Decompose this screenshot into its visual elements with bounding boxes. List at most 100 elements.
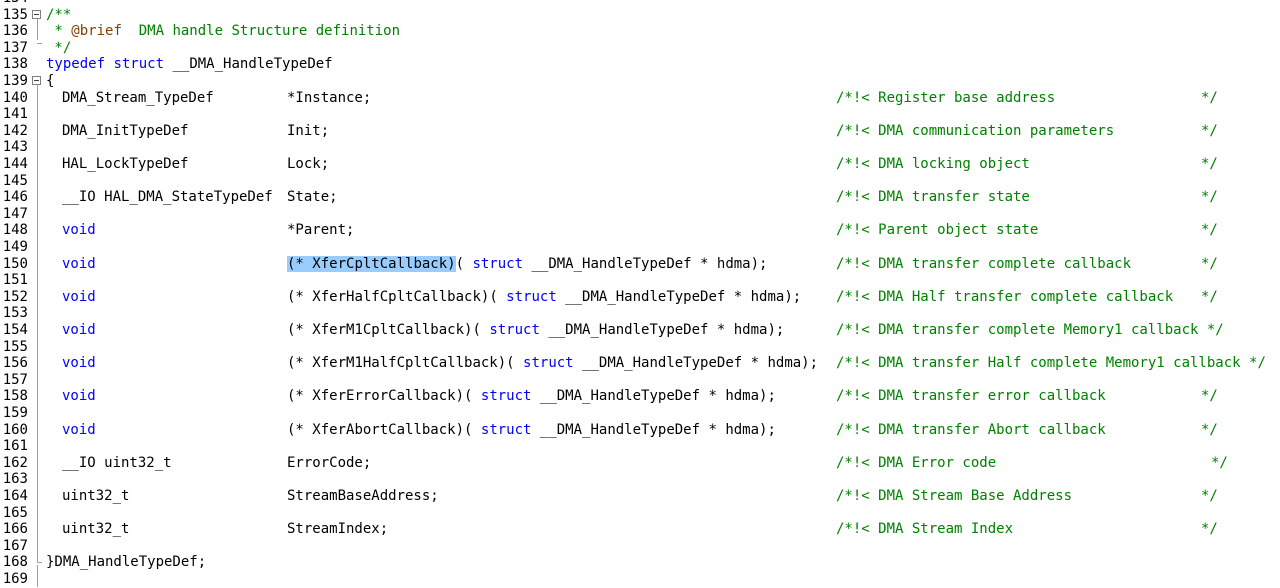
code-line[interactable]: 161 bbox=[0, 438, 1280, 455]
line-number: 169 bbox=[2, 571, 28, 587]
paren-close: ) bbox=[455, 388, 465, 405]
trailing-comment: /*!< DMA transfer error callback bbox=[836, 388, 1106, 405]
code-line[interactable]: 145 bbox=[0, 173, 1280, 190]
line-number: 148 bbox=[2, 222, 28, 239]
line-number: 159 bbox=[2, 405, 28, 421]
fold-toggle-icon[interactable] bbox=[32, 76, 41, 85]
code-text: { bbox=[46, 73, 54, 90]
comment-line: /** bbox=[46, 7, 71, 24]
member-decl: (* XferM1HalfCpltCallback)( struct __DMA… bbox=[287, 355, 818, 372]
code-line[interactable]: 134 bbox=[0, 0, 1280, 7]
member-type: void bbox=[62, 222, 96, 239]
code-line[interactable]: 139 { bbox=[0, 73, 1280, 90]
line-number: 167 bbox=[2, 537, 28, 554]
code-line[interactable]: 143 bbox=[0, 139, 1280, 156]
line-number: 142 bbox=[2, 122, 28, 139]
member-type: void bbox=[62, 322, 96, 339]
member-type: HAL_LockTypeDef bbox=[62, 156, 188, 173]
comment-text: /** bbox=[46, 6, 72, 23]
code-line[interactable]: 167 bbox=[0, 538, 1280, 555]
member-name: *Instance; bbox=[287, 89, 372, 106]
member-type: void bbox=[62, 388, 96, 405]
code-line[interactable]: 147 bbox=[0, 206, 1280, 223]
code-line[interactable]: 159 bbox=[0, 405, 1280, 422]
comment-end: */ bbox=[1201, 422, 1218, 439]
type-name: DMA_InitTypeDef bbox=[62, 122, 189, 139]
trailing-comment: /*!< DMA transfer Abort callback bbox=[836, 422, 1106, 439]
code-line[interactable]: 151 bbox=[0, 272, 1280, 289]
code-line[interactable]: 163 bbox=[0, 471, 1280, 488]
trailing-comment: /*!< DMA transfer complete Memory1 callb… bbox=[836, 322, 1224, 339]
member-name: StreamIndex; bbox=[287, 521, 389, 538]
member-type: void bbox=[62, 289, 96, 306]
keyword: struct bbox=[523, 355, 574, 372]
code-line[interactable]: 141 bbox=[0, 106, 1280, 123]
keyword: struct bbox=[489, 322, 540, 338]
typedef-line: typedef struct __DMA_HandleTypeDef bbox=[46, 56, 333, 73]
args-open: ( bbox=[464, 421, 481, 438]
member-decl: (* XferCpltCallback)( struct __DMA_Handl… bbox=[287, 255, 767, 273]
code-line[interactable]: 155 bbox=[0, 339, 1280, 356]
line-number: 163 bbox=[2, 471, 28, 488]
keyword: struct bbox=[480, 421, 532, 438]
code-line[interactable]: 146 __IO HAL_DMA_StateTypeDef State; /*!< D… bbox=[0, 189, 1280, 206]
code-line[interactable]: 149 bbox=[0, 239, 1280, 256]
type-name: __IO HAL_DMA_StateTypeDef bbox=[62, 189, 273, 206]
keyword: struct bbox=[480, 388, 532, 405]
code-line[interactable]: 136 * @brief DMA handle Structure defini… bbox=[0, 23, 1280, 40]
member-decl: State; bbox=[287, 189, 338, 206]
comment-end: */ bbox=[1201, 156, 1218, 173]
trailing-comment: /*!< Parent object state bbox=[836, 222, 1038, 239]
code-line[interactable]: 168}DMA_HandleTypeDef; bbox=[0, 554, 1280, 571]
comment-text: /*!< Register base address bbox=[836, 89, 1056, 106]
fold-end-struct bbox=[37, 562, 42, 563]
trailing-comment: /*!< DMA transfer complete callback bbox=[836, 256, 1131, 273]
code-line[interactable]: 153 bbox=[0, 305, 1280, 322]
comment-end: */ bbox=[1201, 256, 1218, 273]
code-line[interactable]: 165 bbox=[0, 505, 1280, 522]
line-number: 143 bbox=[2, 139, 28, 156]
comment-end: */ bbox=[1201, 222, 1218, 239]
code-line[interactable]: 135/** bbox=[0, 7, 1280, 24]
type-name: DMA_Stream_TypeDef bbox=[62, 89, 214, 106]
code-text: { bbox=[46, 73, 55, 89]
callback-name: XferCpltCallback bbox=[312, 255, 448, 272]
member-type: void bbox=[62, 422, 96, 439]
comment-end: */ bbox=[1201, 488, 1218, 505]
comment-text: /*!< DMA transfer complete callback bbox=[836, 255, 1132, 272]
line-number: 147 bbox=[2, 205, 28, 222]
line-number: 146 bbox=[2, 189, 28, 206]
member-type: uint32_t bbox=[62, 488, 129, 505]
comment-text: /*!< DMA transfer state bbox=[836, 189, 1030, 206]
line-number: 139 bbox=[2, 73, 28, 89]
paren-close: ) bbox=[447, 255, 456, 272]
code-line[interactable]: 157 bbox=[0, 372, 1280, 389]
callback-name: XferHalfCpltCallback bbox=[312, 288, 481, 305]
comment-end: */ bbox=[1201, 388, 1218, 405]
keyword: void bbox=[62, 421, 96, 438]
member-type: DMA_Stream_TypeDef bbox=[62, 90, 214, 107]
fold-toggle-icon[interactable] bbox=[32, 9, 41, 19]
callback-name: XferM1HalfCpltCallback bbox=[312, 355, 498, 372]
trailing-comment: /*!< DMA Half transfer complete callback bbox=[836, 289, 1173, 306]
member-decl: (* XferAbortCallback)( struct __DMA_Hand… bbox=[287, 422, 776, 439]
line-number: 166 bbox=[2, 521, 28, 538]
member-decl: StreamIndex; bbox=[287, 521, 388, 538]
code-line[interactable]: 137 */ bbox=[0, 40, 1280, 57]
code-line[interactable]: 169 bbox=[0, 571, 1280, 588]
